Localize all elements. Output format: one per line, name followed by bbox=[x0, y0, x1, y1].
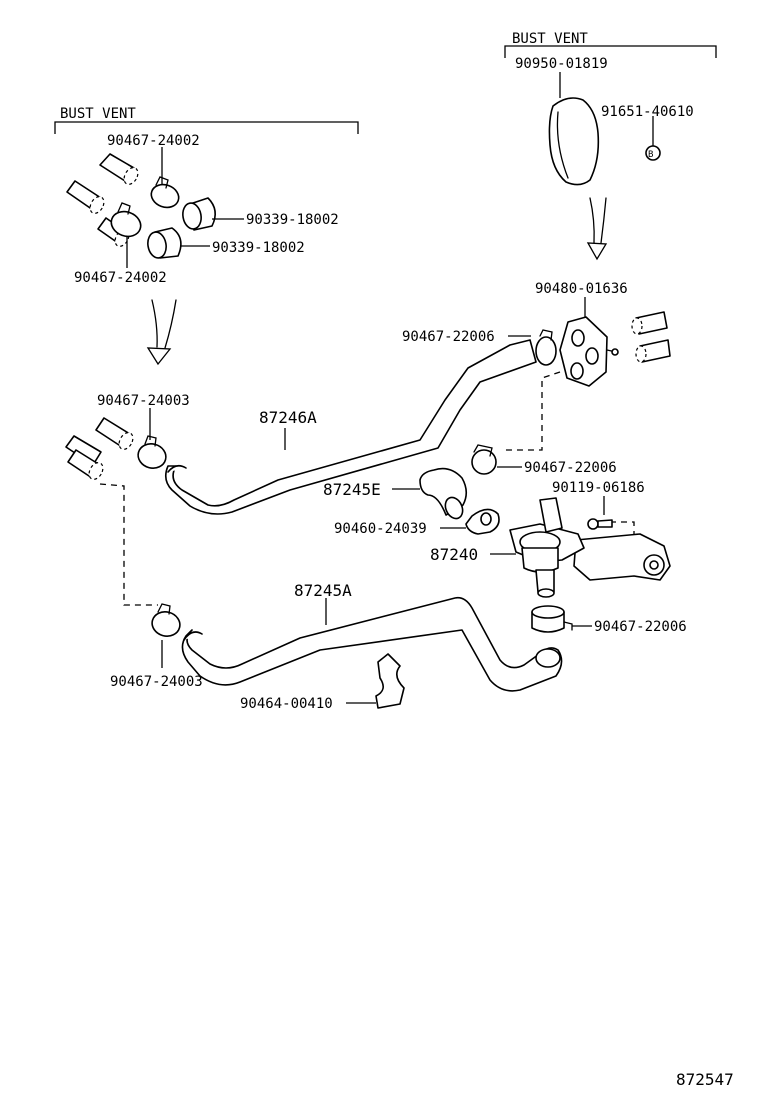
valve-87240: 87240 bbox=[430, 497, 671, 598]
hose-87245A: 87245A bbox=[181, 581, 563, 692]
hose-clamp-90467-24002-bottom bbox=[110, 202, 142, 238]
label-90480-01636: 90480-01636 bbox=[535, 281, 628, 297]
hose-87246A: 87246A bbox=[164, 339, 537, 515]
bust-vent-bracket-left: BUST VENT bbox=[54, 106, 359, 134]
dashed-leader-right bbox=[505, 371, 561, 451]
label-90467-22006-upper: 90467-22006 bbox=[402, 329, 495, 345]
vent-plate-90480-01636: 90480-01636 bbox=[535, 281, 628, 387]
bust-vent-label-left: BUST VENT bbox=[60, 106, 136, 122]
label-90460-24039: 90460-24039 bbox=[334, 521, 427, 537]
label-90467-24003-lower: 90467-24003 bbox=[110, 674, 203, 690]
hose-clamp-90467-22006-lower: 90467-22006 bbox=[531, 605, 687, 635]
label-90467-24003-upper: 90467-24003 bbox=[97, 393, 190, 409]
label-90119-06186: 90119-06186 bbox=[552, 480, 645, 496]
label-90339-18002-top: 90339-18002 bbox=[246, 212, 339, 228]
bust-vent-label-right: BUST VENT bbox=[512, 31, 588, 47]
clip-90464-00410: 90464-00410 bbox=[240, 653, 405, 712]
plug-90339-18002-top bbox=[182, 197, 216, 231]
vent-cap-90950-01819: 90950-01819 bbox=[515, 56, 608, 186]
hose-clamp-90467-24002-top bbox=[150, 176, 180, 209]
bolt-mark: B bbox=[648, 150, 653, 160]
hose-clamp-90467-24003-upper bbox=[137, 435, 167, 469]
label-87245E: 87245E bbox=[323, 480, 381, 499]
top-left-vent-group: 90467-24002 90339-18002 90339-18002 9046… bbox=[66, 133, 339, 286]
left-mid-vent-group: 90467-24003 bbox=[65, 393, 190, 480]
label-90464-00410: 90464-00410 bbox=[240, 696, 333, 712]
vent-pipes-right bbox=[631, 311, 671, 363]
assembly-arrow-right bbox=[586, 197, 608, 261]
clip-90460-24039: 90460-24039 bbox=[334, 508, 500, 537]
hose-clamp-90467-22006-upper: 90467-22006 bbox=[402, 329, 557, 366]
bolt-91651-40610: B 91651-40610 bbox=[601, 104, 694, 161]
label-90467-24002-bottom: 90467-24002 bbox=[74, 270, 167, 286]
hose-clamp-90467-22006-middle: 90467-22006 bbox=[471, 444, 617, 476]
hose-clamp-90467-24003-lower: 90467-24003 bbox=[110, 603, 203, 690]
label-90467-22006-lower: 90467-22006 bbox=[594, 619, 687, 635]
label-87240: 87240 bbox=[430, 545, 478, 564]
assembly-arrow-left bbox=[146, 299, 177, 366]
hose-87245E: 87245E bbox=[323, 467, 468, 520]
label-91651-40610: 91651-40610 bbox=[601, 104, 694, 120]
diagram-number: 872547 bbox=[676, 1070, 734, 1089]
bust-vent-bracket-right: BUST VENT bbox=[504, 31, 717, 58]
label-90467-24002-top: 90467-24002 bbox=[107, 133, 200, 149]
label-90467-22006-middle: 90467-22006 bbox=[524, 460, 617, 476]
label-90339-18002-bottom: 90339-18002 bbox=[212, 240, 305, 256]
dashed-leader-left bbox=[99, 483, 158, 606]
label-87246A: 87246A bbox=[259, 408, 317, 427]
label-87245A: 87245A bbox=[294, 581, 352, 600]
plug-90339-18002-bottom bbox=[147, 227, 182, 259]
label-90950-01819: 90950-01819 bbox=[515, 56, 608, 72]
screw-90119-06186: 90119-06186 bbox=[552, 480, 645, 530]
